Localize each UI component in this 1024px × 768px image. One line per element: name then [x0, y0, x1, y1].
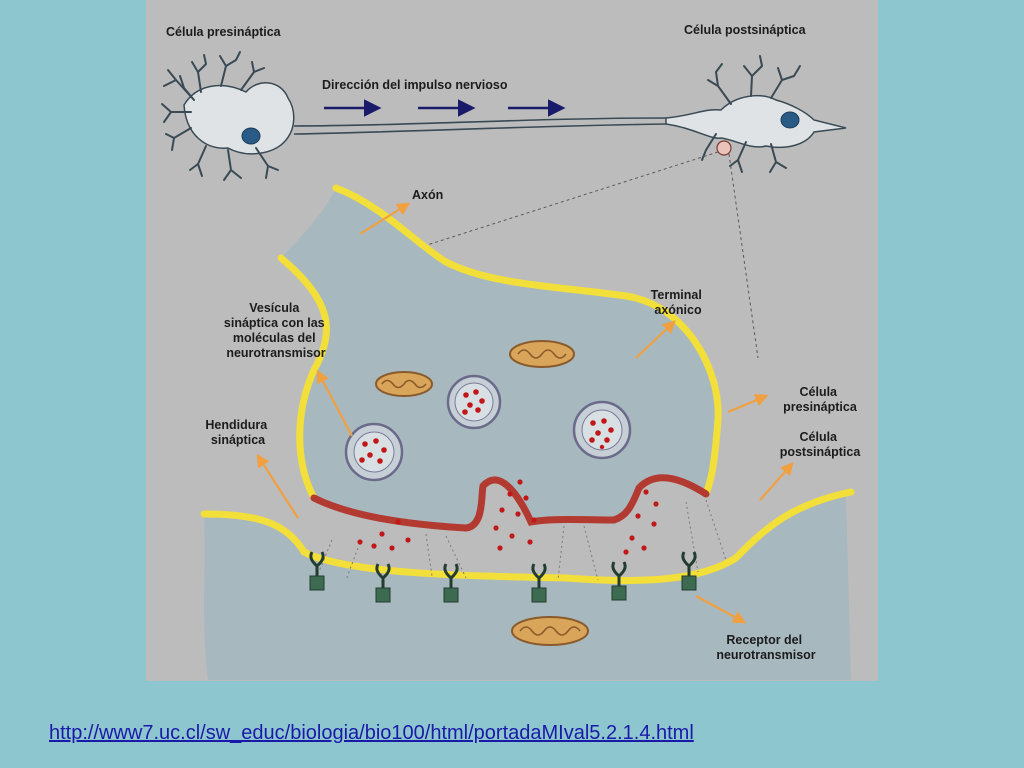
postsynaptic-pointer-arrow: [759, 462, 794, 501]
receptor-pointer-arrow: [695, 595, 747, 624]
cleft-pointer-arrow: [256, 453, 299, 519]
postsynaptic-membrane: [200, 488, 855, 585]
label-receptor: Receptor del neurotransmisor: [716, 633, 815, 662]
diffusion-lines: [317, 499, 727, 581]
mitochondrion: [509, 340, 575, 368]
label-postsynaptic-cell-side: Célula postsináptica: [780, 430, 862, 459]
axon-pointer-arrow: [359, 202, 411, 235]
receptor: [611, 561, 627, 601]
synaptic-vesicle: [446, 374, 502, 430]
synaptic-vesicle: [572, 400, 632, 460]
receptor: [309, 551, 325, 591]
terminal-pointer-arrow: [635, 320, 676, 359]
synapse-diagram: Célula presináptica Célula postsináptica…: [161, 23, 862, 680]
axon-fiber-upper: [293, 117, 667, 127]
zoom-guide-line-left: [373, 151, 719, 263]
presynaptic-membrane-left: [277, 254, 330, 502]
receptor: [531, 563, 547, 603]
label-synaptic-cleft: Hendidura sináptica: [205, 418, 270, 447]
presynaptic-neuron: [161, 51, 295, 181]
label-presynaptic-cell-top: Célula presináptica: [166, 25, 282, 39]
label-synaptic-vesicle: Vesícula sináptica con las moléculas del…: [224, 301, 328, 360]
synapse-zoom-circle: [716, 140, 732, 156]
zoom-guide-line-right: [728, 153, 759, 359]
presynaptic-pointer-arrow: [727, 394, 769, 414]
receptor: [681, 551, 697, 591]
postsynaptic-region: [204, 496, 851, 680]
receptor: [375, 563, 391, 603]
postsynaptic-neuron: [665, 55, 847, 173]
source-url-link[interactable]: http://www7.uc.cl/sw_educ/biologia/bio10…: [49, 722, 694, 744]
synapse-figure: Célula presináptica Célula postsináptica…: [146, 0, 878, 681]
mitochondrion: [511, 616, 589, 646]
presynaptic-membrane: [332, 184, 722, 498]
label-presynaptic-cell-side: Célula presináptica: [783, 385, 858, 414]
axon-fiber-lower: [293, 123, 667, 135]
label-postsynaptic-cell-top: Célula postsináptica: [684, 23, 807, 37]
label-axon-terminal: Terminal axónico: [651, 288, 706, 317]
receptor: [443, 563, 459, 603]
label-axon: Axón: [412, 188, 443, 202]
vesicle-pointer-arrow: [316, 369, 353, 437]
label-impulse-direction: Dirección del impulso nervioso: [322, 78, 508, 92]
neurotransmitter-molecules: [357, 479, 659, 555]
active-zone: [310, 474, 710, 532]
synaptic-vesicle: [344, 422, 404, 482]
neurotransmitter-receptors: [309, 551, 697, 603]
mitochondrion: [375, 371, 433, 397]
